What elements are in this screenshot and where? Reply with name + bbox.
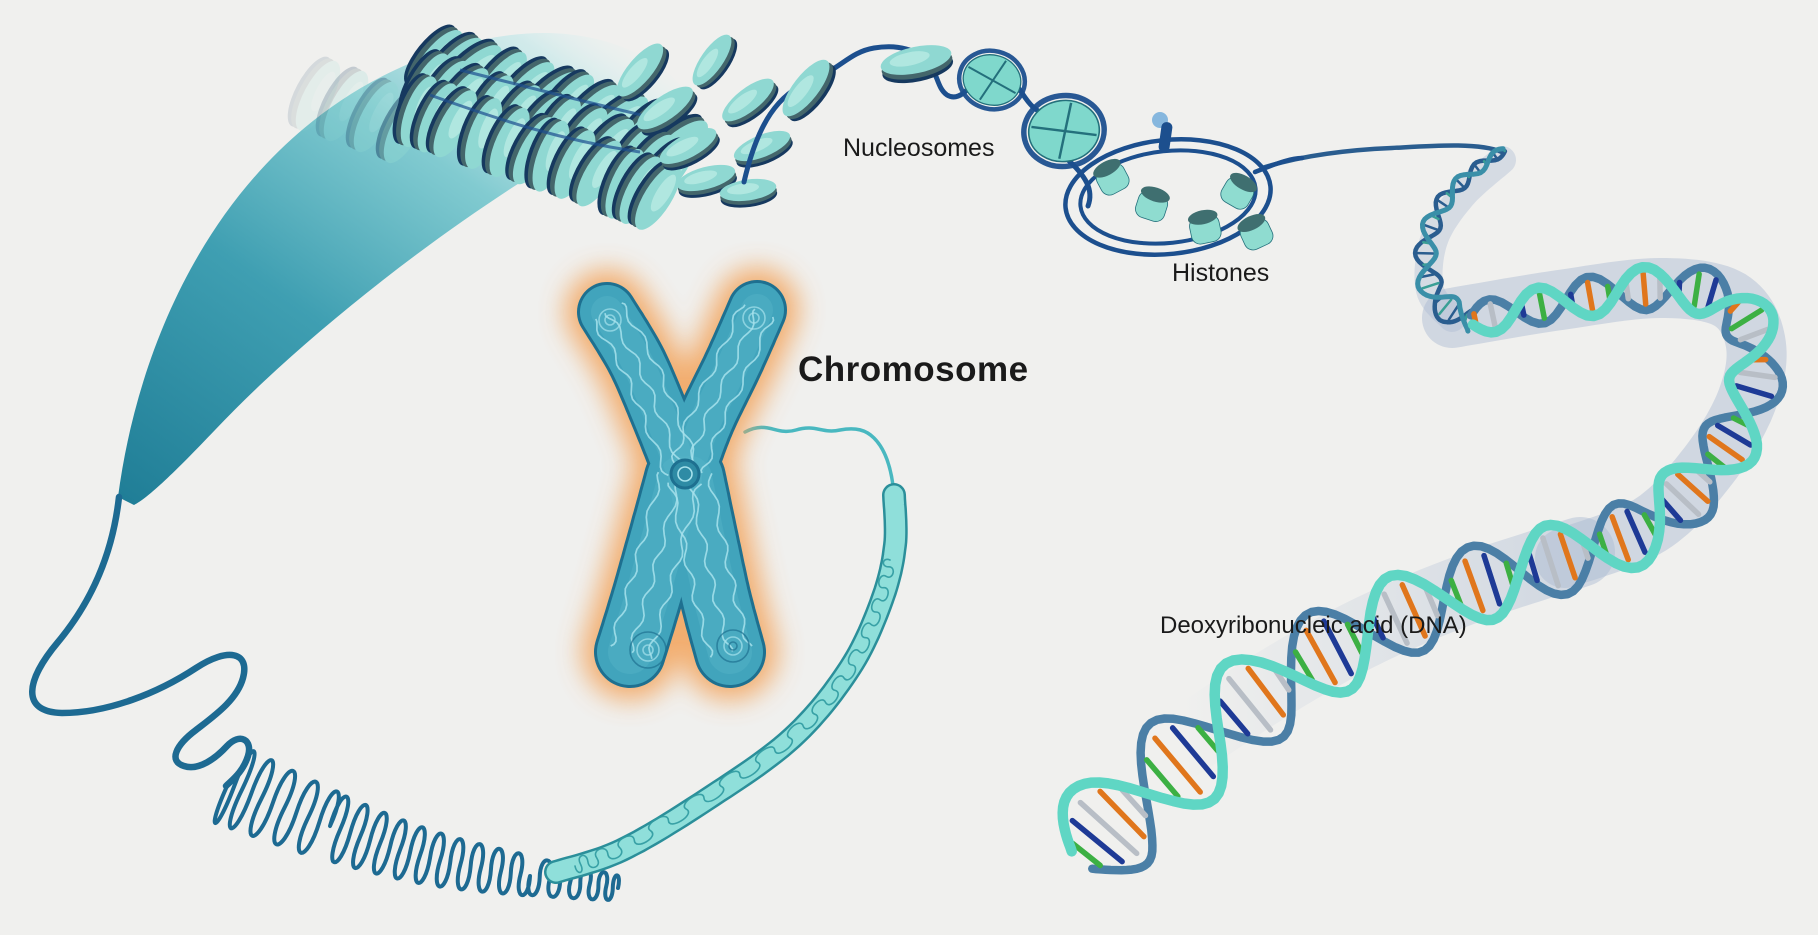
- nucleosome-stack: [279, 17, 797, 237]
- chromosome-illustration: [565, 268, 799, 700]
- linker-dna-squiggle: [29, 493, 621, 902]
- chromosome-unwind-ribbon: [544, 425, 908, 884]
- chromosome-label: Chromosome: [798, 350, 1029, 389]
- histones-label: Histones: [1172, 259, 1270, 287]
- histone-detail: [1019, 90, 1305, 257]
- dna-backdrop-band: [1145, 146, 1787, 780]
- beads-on-string: [741, 39, 1063, 185]
- nucleosomes-label: Nucleosomes: [843, 134, 995, 162]
- dna-double-helix: [1057, 143, 1788, 875]
- dna-label: Deoxyribonucleic acid (DNA): [1160, 612, 1467, 639]
